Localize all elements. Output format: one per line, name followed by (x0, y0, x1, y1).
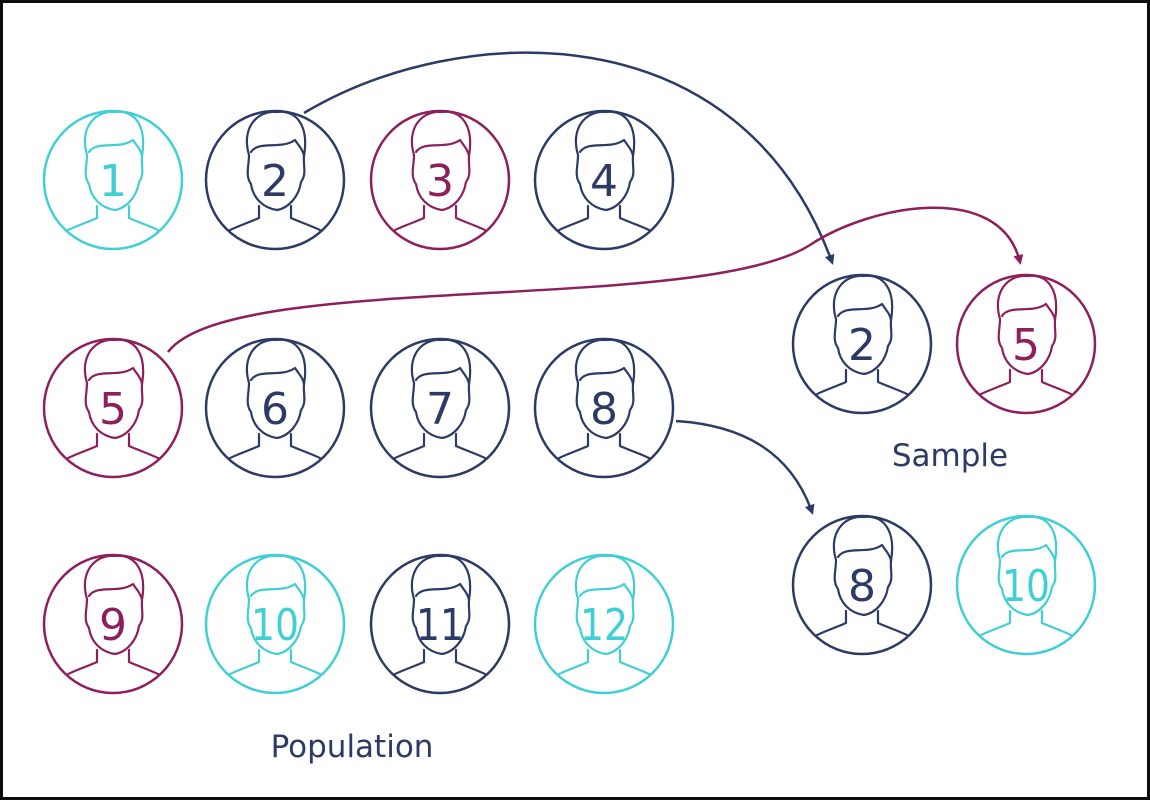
population-person-5: 5 (42, 337, 184, 479)
avatar-circle (791, 514, 933, 656)
population-person-9: 9 (42, 553, 184, 695)
person-number: 10 (251, 600, 299, 651)
population-person-1: 1 (42, 109, 184, 251)
avatar-circle (533, 109, 675, 251)
sample-person-5: 5 (955, 273, 1097, 415)
sample-group: 2 5 8 10 (791, 273, 1097, 656)
population-person-12: 12 (533, 553, 675, 695)
person-number: 5 (1012, 320, 1040, 371)
sample-person-10: 10 (955, 514, 1097, 656)
sample-person-8: 8 (791, 514, 933, 656)
person-number: 2 (848, 320, 876, 371)
population-person-7: 7 (369, 337, 511, 479)
population-person-4: 4 (533, 109, 675, 251)
avatar-circle (204, 337, 346, 479)
person-number: 5 (99, 384, 127, 435)
population-person-2: 2 (204, 109, 346, 251)
person-number: 7 (426, 384, 454, 435)
avatar-circle (955, 273, 1097, 415)
avatar-circle (204, 553, 346, 695)
avatar-circle (369, 337, 511, 479)
person-number: 10 (1002, 561, 1050, 612)
avatar-circle (42, 553, 184, 695)
arrow-population-8-to-sample-8 (675, 419, 815, 515)
arrow-population-5-to-sample-5 (167, 206, 1024, 353)
population-group: 1 2 3 4 5 6 7 8 9 10 11 12 (42, 109, 675, 695)
avatar-circle (369, 553, 511, 695)
population-person-3: 3 (369, 109, 511, 251)
avatar-circle (42, 337, 184, 479)
avatar-circle (204, 109, 346, 251)
population-person-10: 10 (204, 553, 346, 695)
arrows-group (167, 51, 1024, 515)
person-number: 2 (261, 156, 289, 207)
avatar-circle (533, 553, 675, 695)
avatar-circle (533, 337, 675, 479)
population-label: Population (271, 729, 434, 765)
population-person-6: 6 (204, 337, 346, 479)
arrow-population-2-to-sample-2 (303, 51, 835, 265)
avatar-circle (42, 109, 184, 251)
person-number: 11 (416, 600, 464, 651)
avatar-circle (791, 273, 933, 415)
person-number: 12 (580, 600, 628, 651)
person-number: 3 (426, 156, 454, 207)
population-person-8: 8 (533, 337, 675, 479)
sample-label: Sample (892, 438, 1008, 474)
person-number: 8 (848, 561, 876, 612)
avatar-circle (369, 109, 511, 251)
sample-person-2: 2 (791, 273, 933, 415)
person-number: 4 (590, 156, 618, 207)
person-number: 1 (99, 156, 127, 207)
person-number: 6 (261, 384, 289, 435)
person-number: 9 (99, 600, 127, 651)
avatar-circle (955, 514, 1097, 656)
person-number: 8 (590, 384, 618, 435)
population-person-11: 11 (369, 553, 511, 695)
